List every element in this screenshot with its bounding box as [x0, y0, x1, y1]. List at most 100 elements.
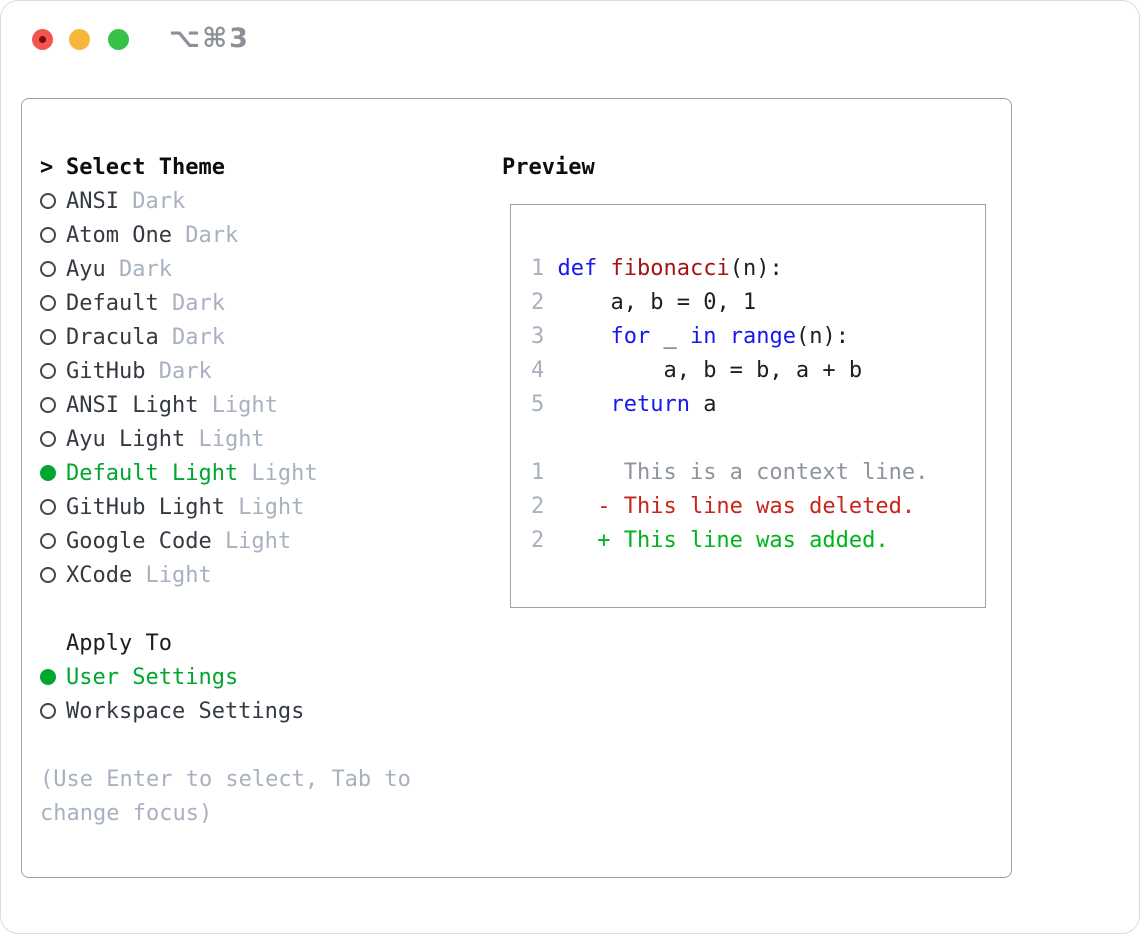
theme-name: Ayu — [66, 257, 106, 282]
theme-name: ANSI — [66, 189, 119, 214]
radio-icon — [40, 363, 56, 379]
radio-icon — [40, 227, 56, 243]
code-token: (n): — [795, 324, 849, 349]
theme-variant: Light — [224, 529, 292, 554]
zoom-button[interactable] — [108, 29, 129, 50]
theme-name: GitHub — [66, 359, 146, 384]
theme-name: XCode — [66, 563, 133, 588]
code-token — [558, 324, 611, 349]
code-token — [597, 256, 610, 281]
theme-option-google-code-light[interactable]: Google Code Light — [40, 525, 495, 559]
theme-option-default-light-light[interactable]: Default Light Light — [40, 457, 495, 491]
theme-option-ayu-dark[interactable]: Ayu Dark — [40, 253, 495, 287]
hint-text: (Use Enter to select, Tab to change focu… — [40, 763, 495, 831]
theme-variant: Dark — [171, 325, 225, 350]
radio-selected-icon — [40, 669, 56, 685]
radio-icon — [40, 397, 56, 413]
code-line: 5 return a — [531, 388, 985, 422]
apply-option-label: Workspace Settings — [66, 699, 305, 724]
apply-to-header-label: Apply To — [66, 631, 172, 656]
radio-icon — [40, 533, 56, 549]
theme-option-ansi-dark[interactable]: ANSI Dark — [40, 185, 495, 219]
line-number: 1 — [531, 460, 545, 485]
line-number: 4 — [531, 358, 558, 383]
window-title: ⌥⌘3 — [169, 23, 250, 54]
line-number: 2 — [531, 494, 545, 519]
prompt-icon: > — [40, 155, 54, 180]
code-line: 2 + This line was added. — [531, 524, 985, 558]
select-theme-header: > Select Theme — [40, 151, 495, 185]
theme-variant: Light — [238, 495, 305, 520]
close-button[interactable] — [32, 29, 53, 50]
theme-option-github-dark[interactable]: GitHub Dark — [40, 355, 495, 389]
code-token: return — [610, 392, 690, 417]
theme-variant: Dark — [171, 291, 225, 316]
line-number: 5 — [531, 392, 558, 417]
theme-variant: Light — [198, 427, 265, 452]
apply-to-header: Apply To — [40, 627, 495, 661]
hint-line-1: (Use Enter to select, Tab to — [40, 767, 411, 792]
radio-icon — [40, 703, 56, 719]
code-line: 2 a, b = 0, 1 — [531, 286, 985, 320]
code-token: (n): — [729, 256, 783, 281]
theme-variant: Dark — [132, 189, 186, 214]
theme-variant: Light — [251, 461, 318, 486]
radio-icon — [40, 295, 56, 311]
code-token: - This line was deleted. — [544, 494, 916, 519]
radio-icon — [40, 567, 56, 583]
code-token: for — [610, 324, 651, 349]
line-number: 2 — [531, 528, 545, 553]
code-line: 2 - This line was deleted. — [531, 490, 985, 524]
code-token: This is a context line. — [544, 460, 929, 485]
theme-name: Default Light — [66, 461, 239, 486]
code-token — [716, 324, 729, 349]
preview-header: Preview — [502, 155, 595, 180]
code-token: a, b = b, a + b — [557, 358, 863, 383]
apply-option-user-settings[interactable]: User Settings — [40, 661, 495, 695]
spacer — [40, 729, 495, 763]
radio-icon — [40, 431, 56, 447]
theme-variant: Dark — [118, 257, 172, 282]
theme-option-github-light-light[interactable]: GitHub Light Light — [40, 491, 495, 525]
theme-name: Default — [66, 291, 159, 316]
theme-variant: Dark — [158, 359, 212, 384]
radio-icon — [40, 329, 56, 345]
code-line: 3 for _ in range(n): — [531, 320, 985, 354]
code-line: 4 a, b = b, a + b — [531, 354, 985, 388]
code-token: def — [557, 256, 598, 281]
code-token — [558, 392, 611, 417]
hint-line-2: change focus) — [40, 801, 213, 826]
code-token: + This line was added. — [544, 528, 889, 553]
code-token: in — [689, 324, 717, 349]
select-theme-header-label: Select Theme — [66, 155, 225, 180]
radio-selected-icon — [40, 465, 56, 481]
code-line: 1 def fibonacci(n): — [531, 252, 985, 286]
line-number: 1 — [531, 256, 558, 281]
apply-option-workspace-settings[interactable]: Workspace Settings — [40, 695, 495, 729]
theme-name: Ayu Light — [66, 427, 186, 452]
theme-option-default-dark[interactable]: Default Dark — [40, 287, 495, 321]
code-token: range — [729, 324, 796, 349]
minimize-button[interactable] — [69, 29, 90, 50]
theme-name: GitHub Light — [66, 495, 225, 520]
radio-icon — [40, 261, 56, 277]
theme-name: Google Code — [66, 529, 212, 554]
apply-option-label: User Settings — [66, 665, 239, 690]
code-line: 1 This is a context line. — [531, 456, 985, 490]
radio-icon — [40, 499, 56, 515]
line-number: 3 — [531, 324, 558, 349]
theme-option-ayu-light-light[interactable]: Ayu Light Light — [40, 423, 495, 457]
theme-variant: Dark — [185, 223, 239, 248]
code-token: _ — [650, 324, 690, 349]
code-line — [531, 422, 985, 456]
